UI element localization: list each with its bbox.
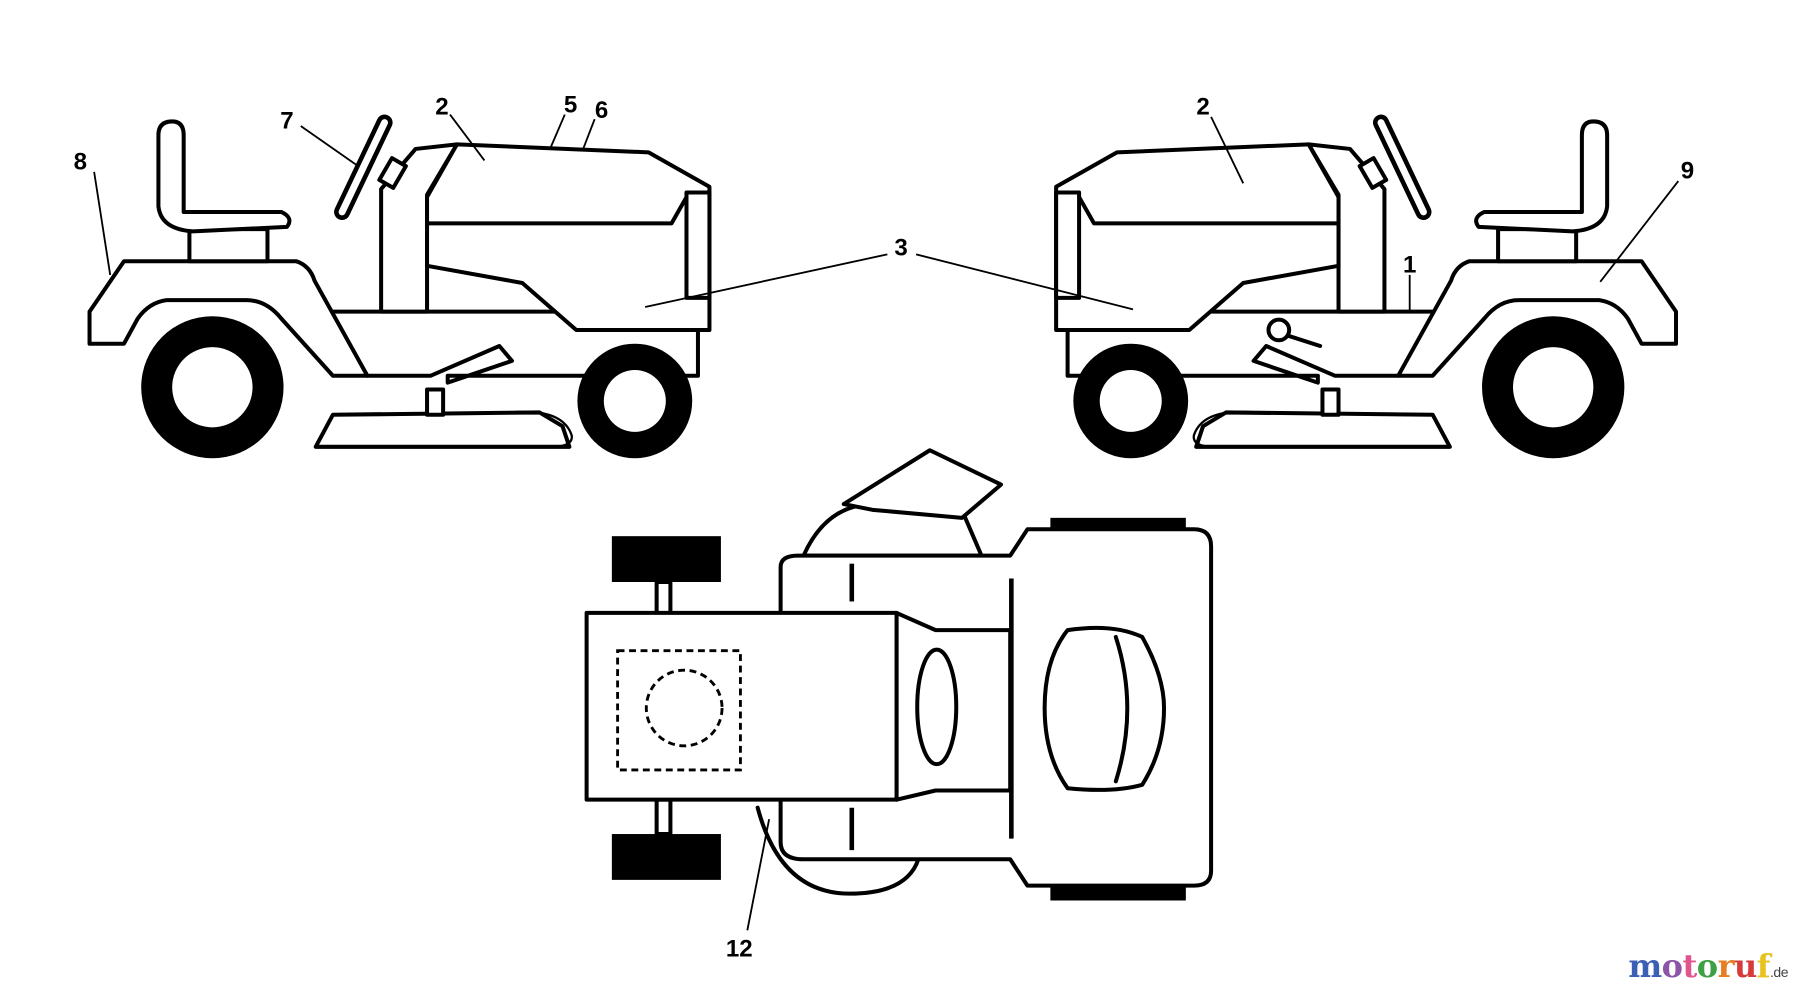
callout-8: 8 xyxy=(74,149,87,176)
logo-suffix: .de xyxy=(1770,964,1788,980)
callout-3: 3 xyxy=(894,235,907,262)
motoruf-watermark-logo: motoruf.de xyxy=(1628,947,1788,985)
leader-lines xyxy=(93,114,1680,931)
tractor-top-view xyxy=(584,448,1214,901)
callout-2-right: 2 xyxy=(1196,94,1209,121)
logo-letter: o xyxy=(1661,947,1683,985)
tractor-left-view xyxy=(90,121,710,458)
logo-letter: m xyxy=(1628,947,1662,985)
callout-12: 12 xyxy=(726,936,753,963)
callout-5: 5 xyxy=(564,91,577,118)
logo-letter: o xyxy=(1696,947,1718,985)
logo-letter: u xyxy=(1734,947,1757,985)
callout-2-left: 2 xyxy=(435,94,448,121)
logo-letter: r xyxy=(1717,947,1735,985)
logo-letter: t xyxy=(1682,947,1698,985)
choke-knob xyxy=(1266,317,1292,343)
callout-labels: 8 7 2 5 6 3 2 1 9 12 xyxy=(74,91,1695,962)
callout-9: 9 xyxy=(1681,158,1694,185)
callout-6: 6 xyxy=(595,97,608,124)
tractor-right-view xyxy=(1056,121,1676,458)
logo-letter: f xyxy=(1756,947,1771,985)
callout-1: 1 xyxy=(1403,252,1416,279)
callout-7: 7 xyxy=(280,107,293,134)
